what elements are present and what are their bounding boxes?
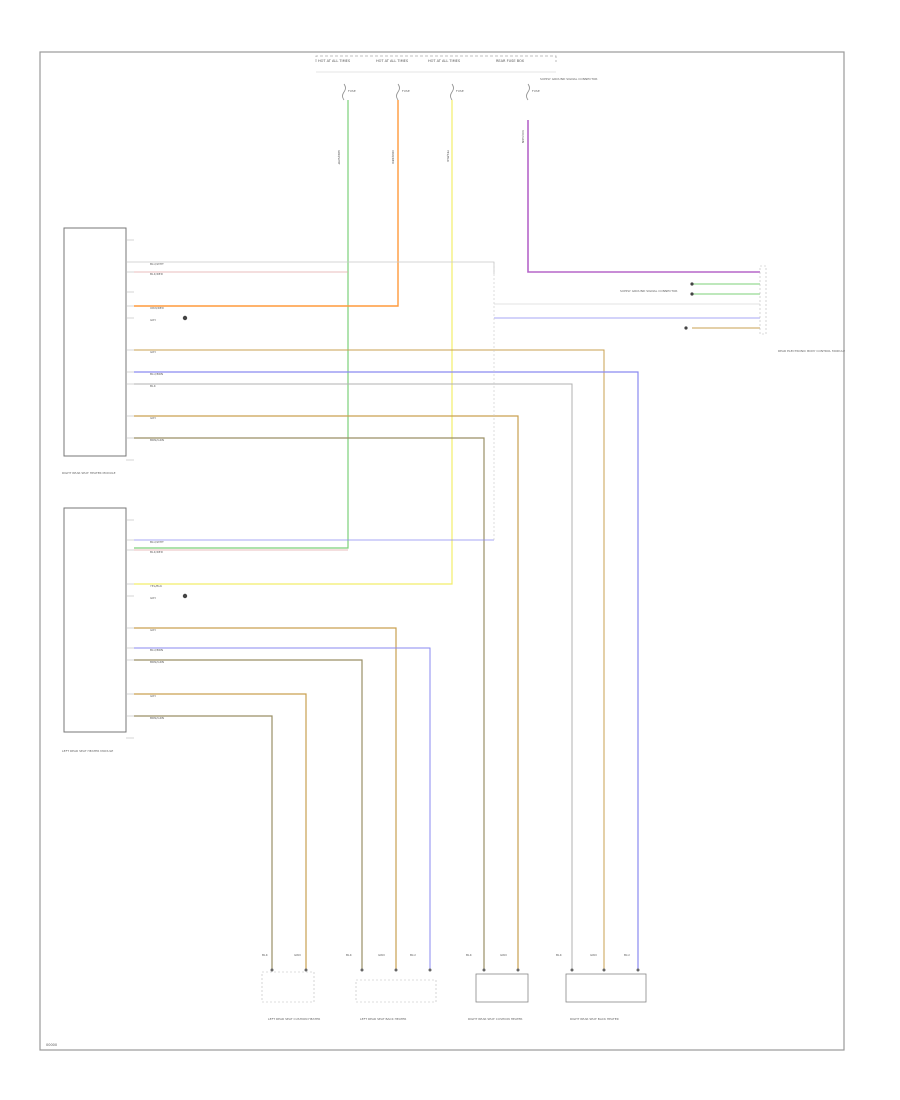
right-cushion-pin-2: GRN xyxy=(500,953,507,957)
wire-olive-1 xyxy=(134,437,485,970)
wire-text-1: BLU/WHT xyxy=(150,262,164,266)
right-cushion-pin-1: BLK xyxy=(466,953,473,957)
wire-orange xyxy=(134,100,399,307)
body-control-module: REAR ELECTRONIC BODY CONTROL MODULE SUPP… xyxy=(620,265,845,353)
wire-text-15: BLU/BRN xyxy=(150,648,163,652)
wire-yellow xyxy=(134,100,453,585)
wire-tan-4 xyxy=(134,693,307,970)
wire-green xyxy=(134,100,349,549)
wire-tan-3 xyxy=(134,627,397,970)
wire-text-11: BLK/RED xyxy=(150,550,164,554)
wire-text-17: GRY xyxy=(150,694,156,698)
fuse-1-label: FUSE xyxy=(348,89,356,93)
wire-text-5: GRY xyxy=(150,350,156,354)
fuse-4: FUSE xyxy=(526,83,540,101)
wire-tan-1 xyxy=(134,349,605,970)
fuse-box-note: REAR FUSE BOX xyxy=(496,59,525,63)
wire-label-vio-grn: VIO/GRN xyxy=(521,130,525,143)
connector-note: SUPPLY GROUND SIGNAL CONNECTOR xyxy=(620,289,678,293)
fuse-4-label: FUSE xyxy=(532,89,540,93)
wire-blue-1 xyxy=(134,371,639,970)
wire-text-2: BLK/RED xyxy=(150,272,164,276)
wire-text-3: ORN/RED xyxy=(150,306,165,310)
right-seat-module xyxy=(63,227,127,457)
right-cushion-heater: BLK GRN RIGHT REAR SEAT CUSHION HEATER xyxy=(466,953,529,1021)
wire-text-14: GRY xyxy=(150,628,156,632)
wire-text-18: BRN/GRN xyxy=(150,716,164,720)
wire-olive-3 xyxy=(134,715,273,970)
footer-code: 00000 xyxy=(46,1043,57,1047)
wire-text-4: GRY xyxy=(150,318,156,322)
left-seat-module-label: LEFT REAR SEAT HEATER MODULE xyxy=(62,749,113,753)
wire-olive-2 xyxy=(134,659,363,970)
fuse-box: HOT AT ALL TIMES HOT AT ALL TIMES HOT AT… xyxy=(315,55,598,101)
wire-text-16: BRN/GRN xyxy=(150,660,164,664)
fuse-2: FUSE xyxy=(396,83,410,101)
right-module-pins xyxy=(126,239,134,461)
left-cushion-pin-2: GRN xyxy=(294,953,301,957)
left-back-label: LEFT REAR SEAT BACK HEATER xyxy=(360,1017,406,1021)
right-back-heater: BLK GRN BLU RIGHT REAR SEAT BACK HEATER xyxy=(556,953,647,1021)
fuse-box-label-1: HOT AT ALL TIMES xyxy=(318,59,351,63)
diagram-frame xyxy=(39,51,845,1051)
fuse-1: FUSE xyxy=(342,83,356,101)
left-module-pins xyxy=(126,519,134,739)
right-back-pin-3: BLU xyxy=(624,953,630,957)
wire-gray-1 xyxy=(134,383,573,970)
right-cushion-label: RIGHT REAR SEAT CUSHION HEATER xyxy=(468,1017,523,1021)
fuse-3-label: FUSE xyxy=(456,89,464,93)
wire-text-9: BRN/GRN xyxy=(150,438,164,442)
fuse-3: FUSE xyxy=(450,83,464,101)
connector-dots xyxy=(182,282,694,599)
wire-label-grn-wht: GRN/WHT xyxy=(337,150,341,165)
left-seat-module xyxy=(63,507,127,733)
wire-text-6: BLU/BRN xyxy=(150,372,163,376)
fuse-2-label: FUSE xyxy=(402,89,410,93)
wire-label-orn-red: ORN/RED xyxy=(391,150,395,165)
left-back-pin-2: GRN xyxy=(378,953,385,957)
wire-text-10: BLU/WHT xyxy=(150,540,164,544)
right-back-pin-1: BLK xyxy=(556,953,563,957)
wire-label-yel-blk: YEL/BLK xyxy=(446,150,450,163)
right-back-pin-2: GRN xyxy=(590,953,597,957)
wire-text-8: GRY xyxy=(150,416,156,420)
wire-text-12: YEL/BLK xyxy=(150,584,163,588)
right-back-label: RIGHT REAR SEAT BACK HEATER xyxy=(570,1017,619,1021)
left-cushion-label: LEFT REAR SEAT CUSHION HEATER xyxy=(268,1017,320,1021)
bottom-terminals xyxy=(270,968,640,972)
right-seat-module-label: RIGHT REAR SEAT HEATER MODULE xyxy=(62,471,116,475)
wire-blue-2 xyxy=(134,647,431,970)
left-back-heater: BLK GRN BLU LEFT REAR SEAT BACK HEATER xyxy=(346,953,437,1021)
left-cushion-pin-1: BLK xyxy=(262,953,269,957)
wire-text-13: GRY xyxy=(150,596,156,600)
fuse-box-label-2: HOT AT ALL TIMES xyxy=(376,59,409,63)
left-back-pin-3: BLU xyxy=(410,953,416,957)
body-control-module-label: REAR ELECTRONIC BODY CONTROL MODULE xyxy=(778,349,845,353)
fuse-box-label-3: HOT AT ALL TIMES xyxy=(428,59,461,63)
wire-tan-2 xyxy=(134,415,519,970)
left-cushion-heater: BLK GRN LEFT REAR SEAT CUSHION HEATER xyxy=(261,953,320,1021)
wire-violet xyxy=(527,120,760,273)
left-back-pin-1: BLK xyxy=(346,953,353,957)
fuse-4-note: SUPPLY GROUND SIGNAL CONNECTOR xyxy=(540,77,598,81)
wire-text-7: BLK xyxy=(150,384,157,388)
